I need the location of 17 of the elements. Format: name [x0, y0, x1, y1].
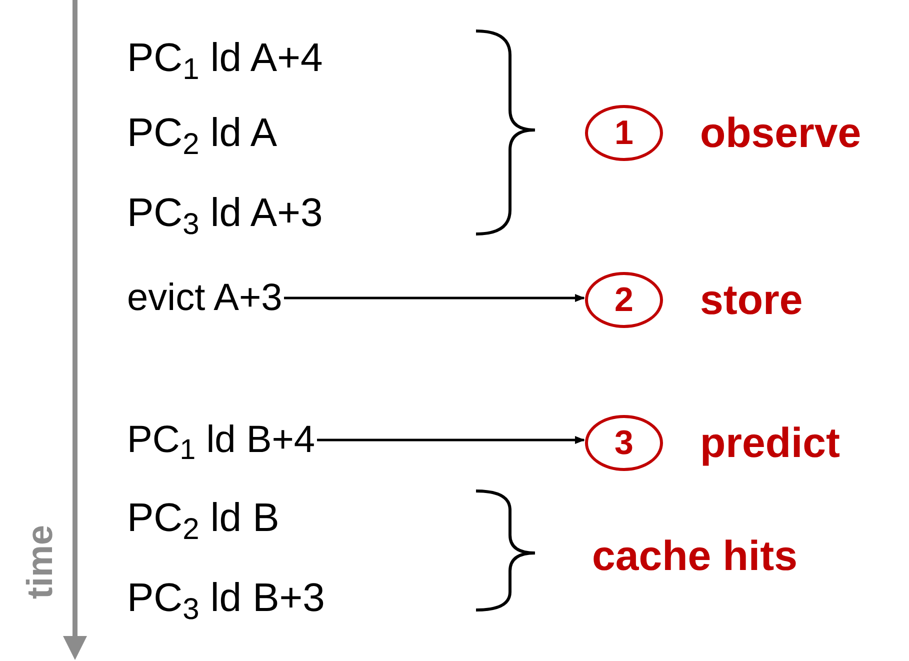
arrow [284, 294, 585, 302]
instruction-text: evict A+3 [127, 273, 282, 323]
step-number-circle: 2 [585, 272, 663, 328]
step-label: observe [700, 112, 862, 154]
instruction-text: PC$_{1}$ ld A+4 [127, 38, 323, 78]
instruction-text: PC$_{1}$ ld B+4 [127, 415, 316, 465]
step-label: cache hits [592, 535, 798, 577]
instruction-text: PC$_{2}$ ld B [127, 498, 280, 538]
step-label: store [700, 279, 803, 321]
instruction-text: PC$_{3}$ ld A+3 [127, 193, 323, 233]
arrow [317, 436, 585, 444]
instruction-text: PC$_{2}$ ld A [127, 113, 278, 153]
instruction-text: PC$_{3}$ ld B+3 [127, 578, 325, 618]
step-label: predict [700, 422, 840, 464]
step-number-circle: 3 [585, 415, 663, 471]
step-number-circle: 1 [585, 105, 663, 161]
axis-label: time [22, 524, 58, 600]
